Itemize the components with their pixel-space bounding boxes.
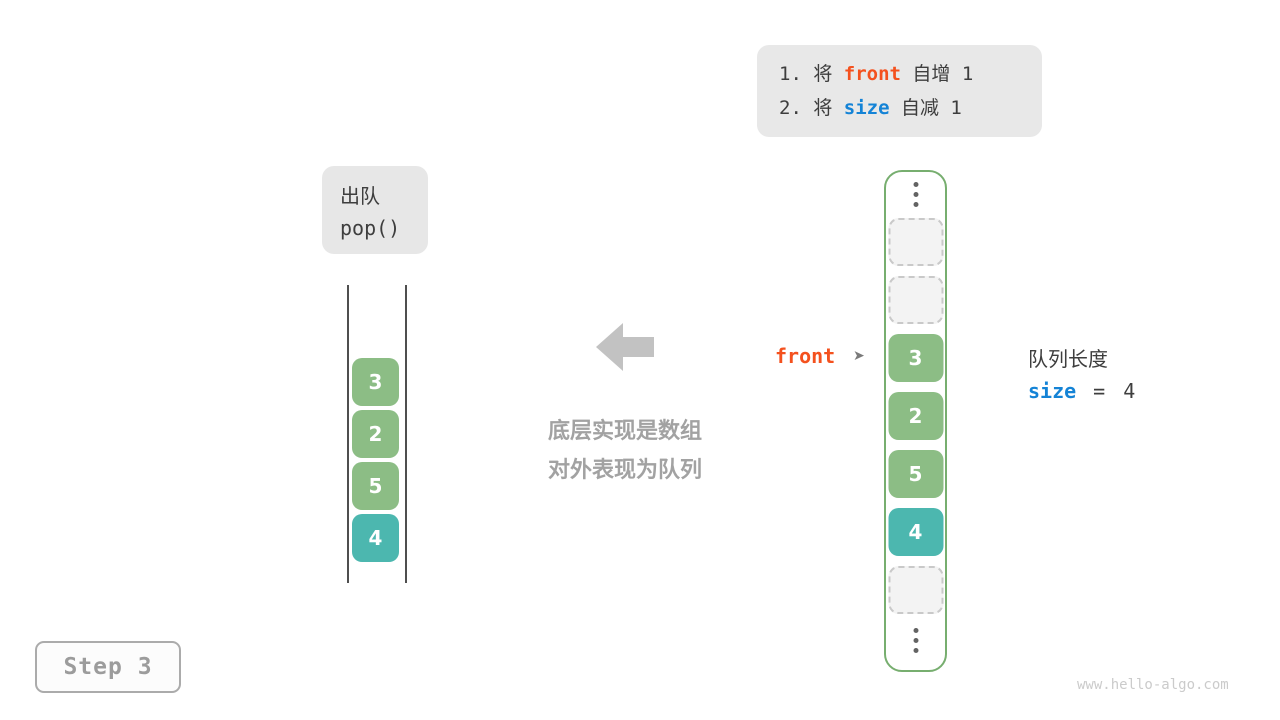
empty-array-slot	[888, 218, 943, 266]
front-pointer-arrow-icon: ➤	[853, 348, 865, 364]
ellipsis-dots-bottom-icon	[913, 628, 918, 653]
front-pointer-label: front	[775, 344, 836, 368]
array-container: 3 2 5 4	[884, 170, 947, 672]
array-cell: 4	[888, 508, 943, 556]
queue-rail-left	[347, 285, 349, 583]
instruction-1-suffix: 自增 1	[900, 63, 974, 85]
step-badge: Step 3	[35, 641, 181, 693]
array-cell: 5	[888, 450, 943, 498]
instruction-line-1: 1. 将 front 自增 1	[779, 57, 1042, 91]
size-keyword: size	[843, 97, 890, 119]
queue-rail-right	[405, 285, 407, 583]
empty-array-slot	[888, 276, 943, 324]
instruction-line-2: 2. 将 size 自减 1	[779, 91, 1042, 125]
queue-length-title: 队列长度	[1028, 347, 1108, 371]
queue-cell: 3	[352, 358, 399, 406]
mid-caption-line-1: 底层实现是数组	[547, 419, 702, 444]
equals-sign: =	[1093, 379, 1106, 403]
instruction-2-prefix: 2. 将	[779, 97, 844, 119]
mid-caption: 底层实现是数组 对外表现为队列	[505, 412, 745, 490]
instruction-1-prefix: 1. 将	[779, 63, 844, 85]
pop-operation-box: 出队 pop()	[322, 166, 428, 254]
queue-cell: 2	[352, 410, 399, 458]
queue-cell: 5	[352, 462, 399, 510]
left-block-arrow-icon	[596, 323, 654, 375]
watermark: www.hello-algo.com	[1077, 677, 1229, 693]
length-number: 4	[1123, 379, 1136, 403]
array-cell: 2	[888, 392, 943, 440]
front-keyword: front	[843, 63, 901, 85]
array-cell: 3	[888, 334, 943, 382]
pop-code: pop()	[340, 216, 401, 240]
ellipsis-dots-top-icon	[913, 182, 918, 207]
mid-caption-line-2: 对外表现为队列	[547, 458, 702, 483]
queue-length-value: size = 4	[1028, 379, 1135, 403]
empty-array-slot	[888, 566, 943, 614]
instruction-2-suffix: 自减 1	[889, 97, 962, 119]
pop-title: 出队	[340, 184, 380, 208]
queue-cell: 4	[352, 514, 399, 562]
instruction-box: 1. 将 front 自增 1 2. 将 size 自减 1	[757, 45, 1042, 137]
size-keyword: size	[1028, 379, 1077, 403]
